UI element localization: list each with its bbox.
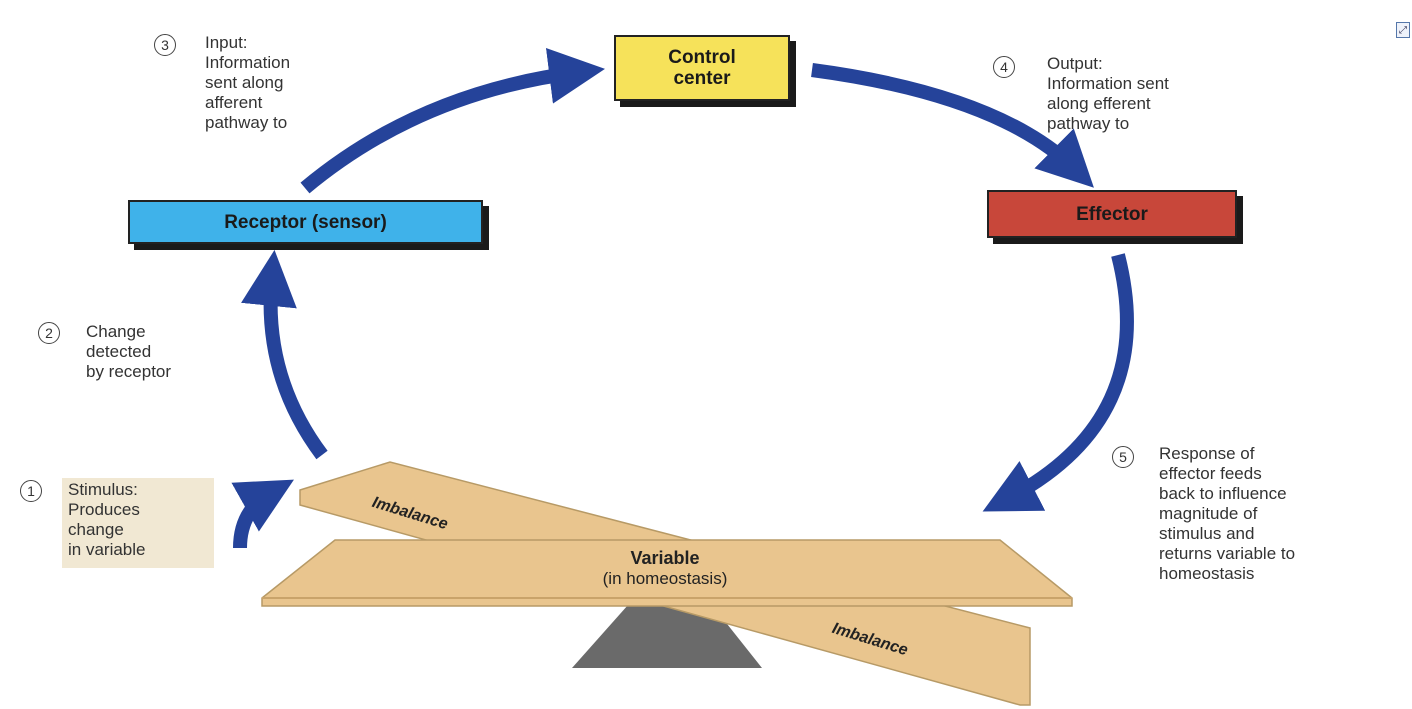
step-4-number: 4 xyxy=(993,56,1015,78)
step-4-text: Output: Information sent along efferent … xyxy=(1047,54,1169,133)
stimulus-background xyxy=(62,478,214,568)
expand-icon[interactable]: ⤢ xyxy=(1396,22,1410,38)
step-3-text: Input: Information sent along afferent p… xyxy=(205,33,291,132)
receptor-box: Receptor (sensor) xyxy=(128,200,483,244)
step-5-number: 5 xyxy=(1112,446,1134,468)
step-2-text: Change detected by receptor xyxy=(86,322,172,381)
variable-subtitle: (in homeostasis) xyxy=(602,569,728,588)
stimulus-arrow xyxy=(231,479,294,549)
step-2-number: 2 xyxy=(38,322,60,344)
step-1-number: 1 xyxy=(20,480,42,502)
step-3-number: 3 xyxy=(154,34,176,56)
variable-title: Variable xyxy=(630,548,700,568)
detection-arrow xyxy=(241,249,328,460)
control-center-box: Control center xyxy=(614,35,790,101)
effector-box: Effector xyxy=(987,190,1237,238)
step-1-text: Stimulus: Produces change in variable xyxy=(68,480,146,559)
input-arrow xyxy=(300,48,606,194)
step-5-text: Response of effector feeds back to influ… xyxy=(1159,444,1296,583)
output-arrow xyxy=(811,63,1094,188)
feedback-arrow xyxy=(982,253,1134,512)
